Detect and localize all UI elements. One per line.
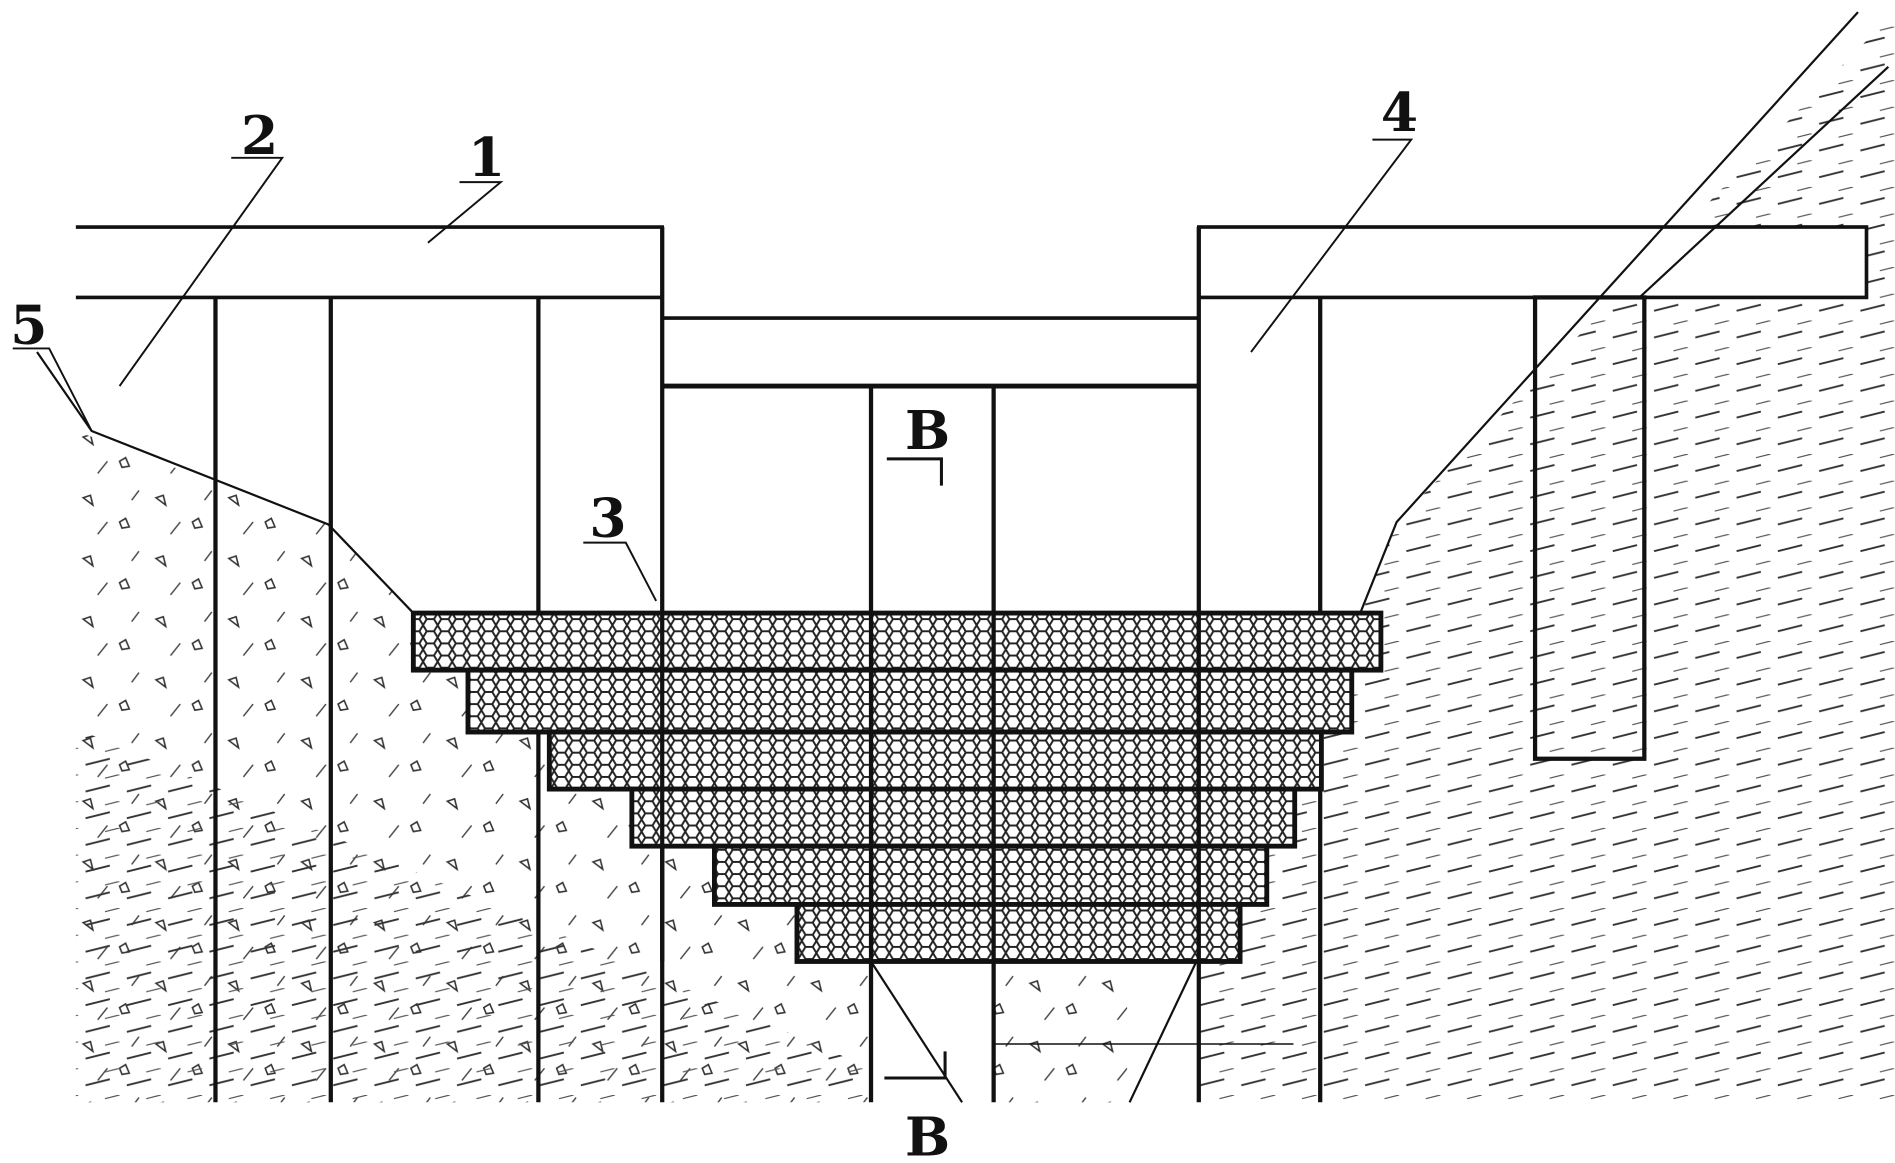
section-label-bottom: B	[905, 1106, 950, 1163]
gabion-layer	[711, 843, 1270, 907]
soil-left-hatch	[75, 728, 872, 1103]
leader-lines	[12, 138, 1414, 602]
section-label-top: B	[905, 399, 950, 462]
slab-1	[75, 225, 1869, 389]
gabion-layer	[410, 610, 1384, 673]
gabion-layer	[629, 786, 1298, 849]
center-gravel-fill	[993, 961, 1128, 1103]
label-pile: 2	[241, 104, 278, 167]
soil-right-hatch	[1198, 12, 1895, 1103]
label-ground-line: 5	[10, 294, 47, 357]
gabion-layer	[794, 901, 1243, 964]
section-marker-top	[886, 457, 943, 486]
gabion-layer	[465, 667, 1355, 735]
gabion-stack	[410, 610, 1384, 964]
ground-lines	[36, 11, 1890, 1103]
label-slab: 1	[468, 126, 505, 189]
label-abutment: 4	[1381, 81, 1418, 144]
section-marker-bottom	[884, 1051, 947, 1080]
gabion-layer	[546, 729, 1324, 792]
label-gabion: 3	[589, 487, 626, 550]
